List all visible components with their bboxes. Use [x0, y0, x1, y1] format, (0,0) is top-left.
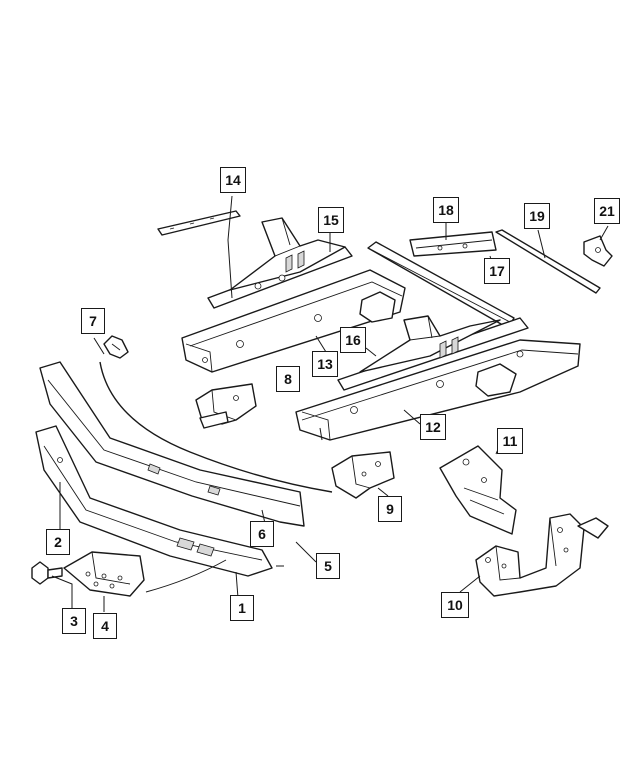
part-18-bracket: [409, 231, 497, 257]
part-21-bracket: [583, 235, 613, 267]
part-17-long-strip: [367, 241, 515, 329]
callout-15: 15: [318, 207, 344, 233]
callout-4: 4: [93, 613, 117, 639]
part-12-frame-rail: [295, 339, 581, 441]
long-wire: [99, 361, 333, 493]
callout-19: 19: [524, 203, 550, 229]
callout-12: 12: [420, 414, 446, 440]
part-8-bracket: [195, 383, 257, 429]
callout-9: 9: [378, 496, 402, 522]
callout-8: 8: [276, 366, 300, 392]
callout-11: 11: [497, 428, 523, 454]
callout-16: 16: [340, 327, 366, 353]
part-1-beam: [35, 425, 273, 577]
part-10-bracket: [475, 513, 609, 597]
callout-21: 21: [594, 198, 620, 224]
part-13-frame-rail: [181, 269, 406, 373]
callout-18: 18: [433, 197, 459, 223]
callout-1: 1: [230, 595, 254, 621]
callout-14: 14: [220, 167, 246, 193]
part-3-bolt: [31, 561, 63, 585]
callout-2: 2: [46, 529, 70, 555]
callout-5: 5: [316, 553, 340, 579]
callout-3: 3: [62, 608, 86, 634]
leader-lines: [51, 195, 609, 612]
part-7-clip: [103, 335, 129, 359]
part-6-beam: [39, 361, 305, 527]
part-11-plate: [439, 445, 517, 535]
callout-13: 13: [312, 351, 338, 377]
part-9-bracket: [331, 451, 395, 499]
part-14-strip: [157, 210, 241, 236]
part-19-rod: [495, 229, 601, 294]
callout-10: 10: [441, 592, 469, 618]
callout-7: 7: [81, 308, 105, 334]
part-4-plate: [63, 551, 145, 597]
part-15-upper-rail: [207, 217, 353, 309]
callout-6: 6: [250, 521, 274, 547]
callout-17: 17: [484, 258, 510, 284]
part-16-upper-rail: [337, 315, 529, 391]
